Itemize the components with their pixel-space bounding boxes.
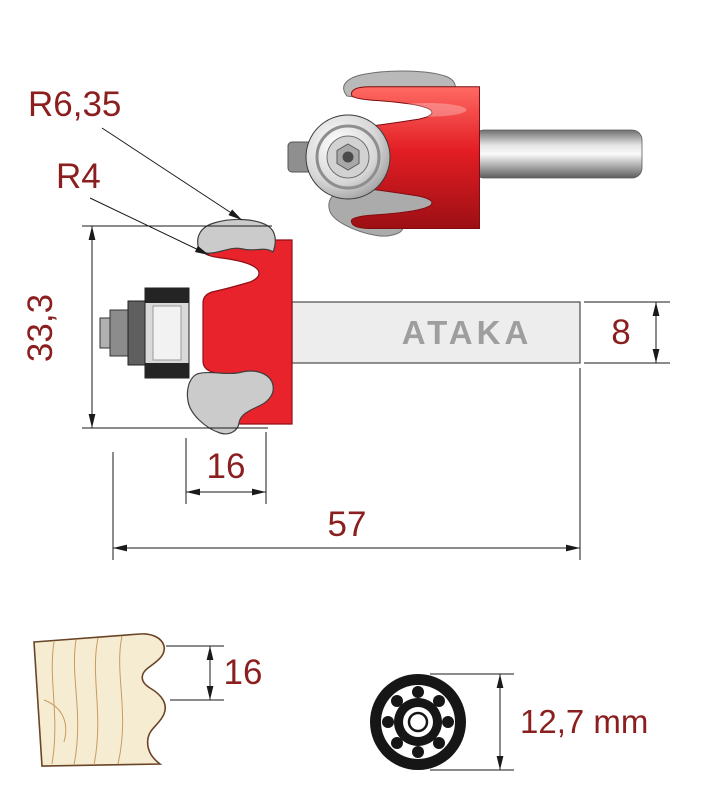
drawing-washer [127,300,146,366]
drawing-steel-top [197,218,276,254]
bearing-ball [382,716,394,728]
dim-overall-length-label: 57 [328,505,367,544]
wood-grain-line [93,637,99,766]
main-drawing: ATAKA R6,35 R4 [21,85,670,560]
bearing-ball [433,695,445,707]
wood-grain-line [117,635,124,765]
photo-bearing-race [315,124,381,190]
wood-grain-line [43,699,67,743]
wood-block [33,633,166,767]
photo-screw-socket [342,151,354,163]
drawing-bearing-face [152,305,182,361]
bearing-ball [412,746,424,758]
callout-r4: R4 [56,157,210,256]
product-photo [287,71,643,236]
dim-profile-depth-label: 16 [224,653,263,692]
dim-cutting-length-label: 16 [207,447,246,486]
bearing-ball [433,737,445,749]
photo-bearing [305,114,391,200]
callout-r4-label: R4 [56,157,101,196]
dim-bearing-diameter-label: 12,7 mm [520,703,648,740]
bearing-ball [391,737,403,749]
wood-grain-line [51,641,56,765]
bearing-front-view: 12,7 mm [370,673,648,771]
bearing-bore-edge [407,711,429,733]
dim-shank-diameter: 8 [584,301,670,364]
dim-bearing-diameter: 12,7 mm [430,673,648,771]
bearing-balls [382,686,454,758]
bearing-ball [391,695,403,707]
dim-overall-length: 57 [112,368,581,560]
dim-shank-diameter-label: 8 [611,313,630,352]
photo-cutter [329,71,480,236]
callout-r635-leader [101,127,243,221]
drawing-steel-bottom [186,370,274,435]
wood-profile-section: 16 [33,633,263,767]
dim-total-height-label: 33,3 [21,294,60,362]
dim-cutting-length: 16 [185,432,267,504]
callout-r635: R6,35 [28,85,243,221]
bearing-ball [442,716,454,728]
drawing-bearing-rim-top [145,288,189,303]
brand-label: ATAKA [402,314,533,351]
dim-total-height: 33,3 [21,225,272,429]
callout-r635-label: R6,35 [28,85,121,124]
wood-grain-line [73,639,79,766]
bearing-ball [412,686,424,698]
drawing-screw-head [109,309,131,357]
wood-grain [43,635,124,766]
drawing-bearing-side [99,287,190,379]
photo-highlight [385,102,467,117]
photo-shank [473,129,643,179]
drawing-bearing-rim-bottom [145,363,189,378]
dim-profile-depth: 16 [166,645,263,701]
drawing-shank [291,301,581,364]
